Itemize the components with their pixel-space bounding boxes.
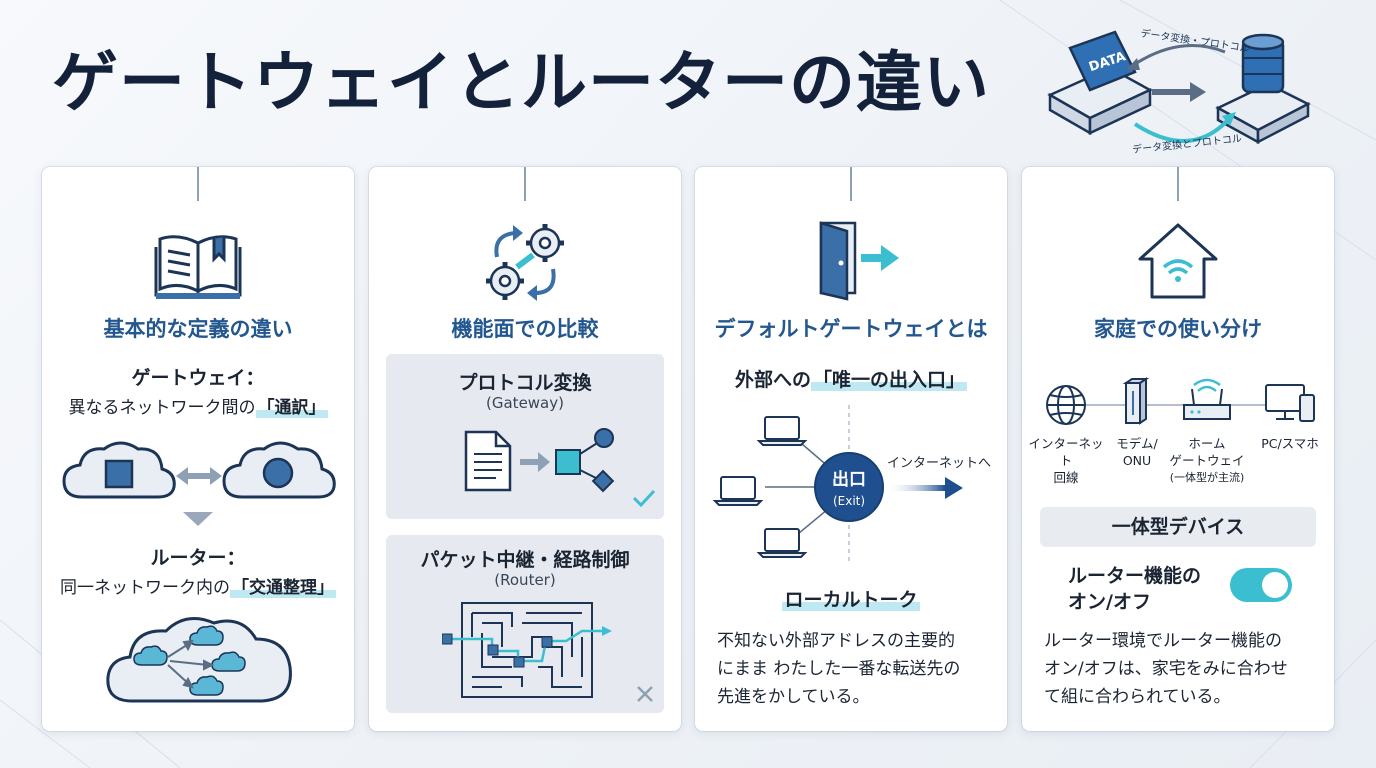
double-arrow-icon (176, 467, 222, 485)
modem-icon (1122, 377, 1150, 425)
card-home-usage: 家庭での使い分け インターネット (1022, 167, 1334, 731)
laptop-icon (712, 416, 808, 558)
card-connector (850, 167, 852, 201)
body-line: 先進をかしている。 (717, 687, 870, 707)
card-body-text: 不知ない外部アドレスの主要的 にまま わたした一番な転送先の 先進をかしている。 (717, 627, 997, 711)
close-icon (637, 686, 653, 702)
local-label: ローカルトーク (782, 589, 920, 611)
card-title: 家庭での使い分け (1094, 317, 1262, 341)
integrated-device-pill: 一体型デバイス (1040, 507, 1316, 547)
toggle-knob (1262, 572, 1288, 598)
hero-arc-top-label: データ変換・プロトコル (1140, 27, 1251, 55)
device-label-internet: インターネット 回線 (1028, 436, 1104, 485)
device-label-pc: PC/スマホ (1261, 436, 1319, 451)
card-title: 機能面での比較 (451, 317, 599, 341)
body-line: 不知ない外部アドレスの主要的 (717, 631, 955, 651)
gateway-heading: ゲートウェイ： (131, 367, 265, 389)
hero-illustration: DATA データ変換・プロトコル データ変換とプロトコル (1047, 27, 1311, 156)
maze-routing-diagram (442, 602, 612, 698)
gateway-device-icon: DATA (1047, 30, 1153, 136)
open-book-icon (154, 235, 242, 299)
check-icon (632, 489, 656, 508)
device-label-home-gateway: ホーム ゲートウェイ (一体型が主流) (1169, 436, 1245, 484)
home-network-diagram (1046, 377, 1315, 425)
router-desc-highlight: 「交通整理」 (230, 578, 336, 598)
panel-subheading: (Gateway) (486, 394, 564, 412)
card-body-text: ルーター環境でルーター機能の オン/オフは、家宅をみに合わせ て組に合わられてい… (1044, 627, 1328, 711)
device-label-modem: モデム/ ONU (1116, 436, 1158, 468)
body-line: ルーター環境でルーター機能の (1044, 631, 1282, 651)
router-description: 同一ネットワーク内の「交通整理」 (42, 573, 354, 598)
gateway-desc-prefix: 異なるネットワーク間の (68, 398, 256, 418)
cloud-translation-diagram (62, 441, 336, 499)
network-node-icon (555, 428, 615, 493)
cloud-circle-icon (222, 441, 336, 499)
router-desc-prefix: 同一ネットワーク内の (60, 578, 230, 598)
panel-heading: パケット中継・経路制御 (420, 549, 630, 571)
globe-icon (1046, 385, 1086, 425)
down-chevron-icon (183, 512, 213, 526)
right-arrow-icon (520, 452, 550, 472)
traffic-cloud-diagram (106, 617, 292, 703)
toggle-label: ルーター機能の オン/オフ (1068, 565, 1202, 613)
gears-cycle-icon (486, 224, 564, 301)
card-connector (197, 167, 199, 201)
exit-sublabel: (Exit) (833, 494, 865, 508)
internet-label: インターネットへ (887, 456, 991, 471)
card-default-gateway: デフォルトゲートウェイとは 外部への「唯一の出入口」 出口 (Exit) インタ… (695, 167, 1007, 731)
body-line: オン/オフは、家宅をみに合わせ (1044, 659, 1288, 679)
protocol-conversion-panel: プロトコル変換 (Gateway) (386, 354, 664, 519)
card-title: 基本的な定義の違い (103, 317, 293, 341)
card-subtitle: 外部への「唯一の出入口」 (695, 365, 1007, 392)
router-heading: ルーター： (150, 547, 246, 569)
card-connector (1177, 167, 1179, 201)
card-title: デフォルトゲートウェイとは (714, 317, 988, 341)
protocol-conversion-diagram (464, 428, 615, 493)
hero-arc-bottom-label: データ変換とプロトコル (1132, 132, 1243, 156)
pc-smartphone-icon (1265, 384, 1315, 422)
router-function-toggle[interactable] (1230, 568, 1292, 602)
document-icon (464, 430, 512, 492)
packet-routing-panel: パケット中継・経路制御 (Router) (386, 535, 664, 713)
gateway-description: 異なるネットワーク間の「通訳」 (42, 393, 354, 418)
body-line: にまま わたした一番な転送先の (717, 659, 961, 679)
gateway-desc-highlight: 「通訳」 (255, 398, 328, 418)
gateway-exit-diagram: 出口 (Exit) インターネットへ (712, 405, 991, 563)
exit-door-icon (819, 221, 899, 301)
server-icon (1215, 33, 1311, 145)
card-functions: 機能面での比較 プロトコル変換 (Gateway) パケット中継・経路制御 (R… (369, 167, 681, 731)
page-title: ゲートウェイとルーターの違い (52, 44, 990, 121)
home-wifi-icon (1138, 223, 1218, 299)
cloud-square-icon (62, 441, 176, 499)
panel-heading: プロトコル変換 (458, 372, 592, 394)
card-connector (524, 167, 526, 201)
panel-subheading: (Router) (494, 571, 556, 589)
body-line: て組に合わられている。 (1044, 687, 1231, 707)
subtitle-prefix: 外部への (734, 369, 811, 391)
subtitle-highlight: 「唯一の出入口」 (811, 369, 968, 391)
exit-label: 出口 (832, 469, 866, 490)
card-definitions: 基本的な定義の違い ゲートウェイ： 異なるネットワーク間の「通訳」 ルーター： … (42, 167, 354, 731)
router-icon (1183, 378, 1231, 420)
